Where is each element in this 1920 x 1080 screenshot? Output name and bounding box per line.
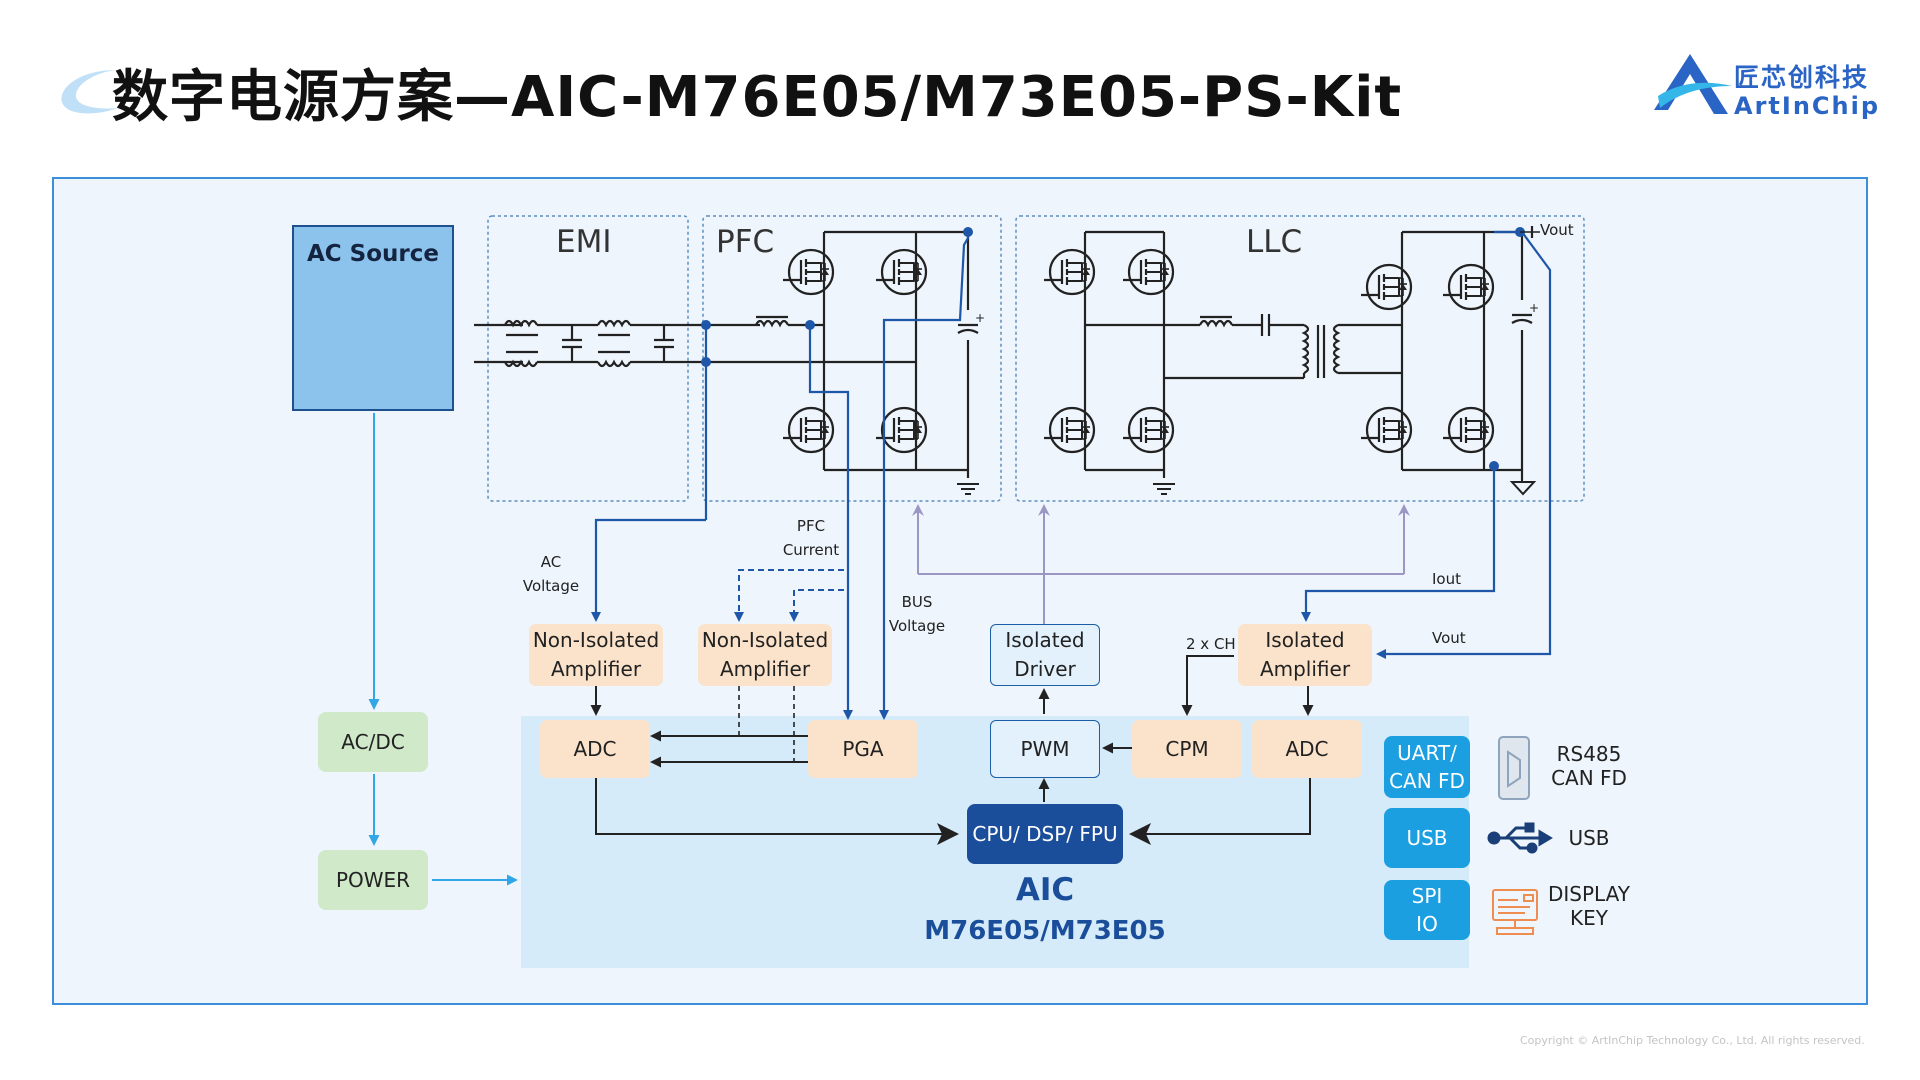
isolated-driver-block: Isolated Driver (990, 624, 1100, 686)
non-isolated-amplifier-pfc: Non-Isolated Amplifier (698, 624, 832, 686)
logo-text-en: ArtInChip (1734, 92, 1881, 120)
iout-label: Iout (1432, 570, 1461, 588)
cpm-block: CPM (1132, 720, 1242, 778)
pfc-frame (702, 215, 1002, 502)
vout-signal-label: Vout (1432, 629, 1466, 647)
acdc-block: AC/DC (318, 712, 428, 772)
emi-frame (487, 215, 689, 502)
isolated-amplifier-block: Isolated Amplifier (1238, 624, 1372, 686)
bus-voltage-label: BUS Voltage (888, 593, 946, 635)
title-swoosh-icon (61, 70, 118, 114)
two-ch-label: 2 x CH (1186, 635, 1236, 653)
adc-left-block: ADC (540, 720, 650, 778)
pwm-block: PWM (990, 720, 1100, 778)
aic-chip-name: AIC (1015, 872, 1075, 908)
artinchip-logo-icon (1654, 54, 1732, 114)
vout-tag: Vout (1540, 221, 1574, 239)
spi-io-block: SPI IO (1384, 880, 1470, 940)
llc-frame (1015, 215, 1585, 502)
usb-block: USB (1384, 808, 1470, 868)
usb-desc-label: USB (1568, 826, 1610, 850)
power-block: POWER (318, 850, 428, 910)
page-title: 数字电源方案—AIC-M76E05/M73E05-PS-Kit (112, 65, 1403, 130)
ac-source-block: AC Source (292, 225, 454, 411)
cpu-dsp-fpu-block: CPU/ DSP/ FPU (967, 804, 1123, 864)
ac-source-label: AC Source (306, 241, 439, 267)
pfc-current-label: PFC Current (782, 517, 840, 559)
llc-label: LLC (1246, 224, 1303, 260)
display-icon (1492, 889, 1538, 935)
ac-voltage-label: AC Voltage (522, 553, 580, 595)
logo-text-cn: 匠芯创科技 (1734, 63, 1870, 92)
usb-icon (1487, 822, 1553, 854)
rs485-canfd-label: RS485 CAN FD (1551, 742, 1627, 790)
emi-label: EMI (556, 224, 612, 260)
pfc-label: PFC (716, 224, 775, 260)
display-key-label: DISPLAY KEY (1547, 882, 1630, 930)
adc-right-block: ADC (1252, 720, 1362, 778)
aic-chip-model: M76E05/M73E05 (924, 916, 1166, 946)
pga-block: PGA (808, 720, 918, 778)
connector-icon (1498, 736, 1530, 800)
copyright-footer: Copyright © ArtInChip Technology Co., Lt… (1520, 1034, 1865, 1047)
uart-canfd-block: UART/ CAN FD (1384, 736, 1470, 798)
non-isolated-amplifier-ac: Non-Isolated Amplifier (529, 624, 663, 686)
